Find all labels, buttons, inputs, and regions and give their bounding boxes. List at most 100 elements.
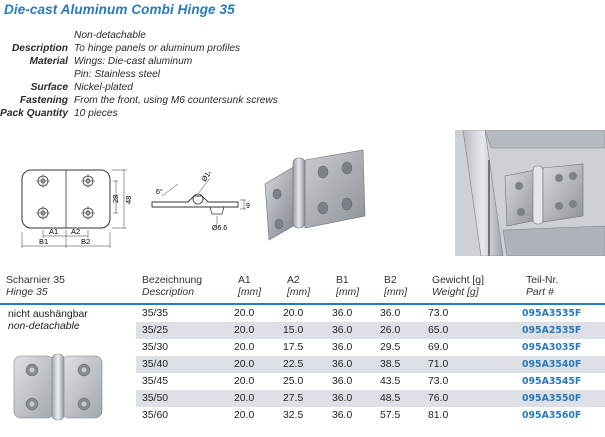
profile-photo <box>455 130 605 256</box>
cell-b1: 36.0 <box>332 308 353 319</box>
variant-de: nicht aushängbar <box>8 309 88 320</box>
spec-label: Pack Quantity <box>0 108 68 119</box>
cell-b2: 26.0 <box>380 325 401 336</box>
cell-a1: 20.0 <box>234 359 255 370</box>
cell-b1: 36.0 <box>332 325 353 336</box>
spec-row: Pin: Stainless steel <box>0 68 278 81</box>
front-view-drawing: 28 48 A1 A2 B1 B2 <box>21 169 133 248</box>
table-row: 35/45 20.0 25.0 36.0 43.5 73.0 095A3545F <box>136 373 605 390</box>
header-part-number: Teil-Nr.Part # <box>526 275 559 298</box>
dim-angle-label: 6° <box>156 188 163 196</box>
product-table: 35/35 20.0 20.0 36.0 36.0 73.0 095A3535F… <box>136 305 605 424</box>
spec-label: Surface <box>30 82 68 93</box>
cell-weight: 73.0 <box>428 376 449 387</box>
spec-value: From the front, using M6 countersunk scr… <box>74 95 278 106</box>
cell-b2: 29.5 <box>380 342 401 353</box>
spec-value: Pin: Stainless steel <box>74 69 161 80</box>
header-weight: Gewicht [g]Weight [g] <box>432 275 484 298</box>
cell-a2: 17.5 <box>283 342 304 353</box>
table-row: 35/50 20.0 27.5 36.0 48.5 76.0 095A3550F <box>136 390 605 407</box>
cell-a2: 25.0 <box>283 376 304 387</box>
cell-description: 35/60 <box>142 410 169 421</box>
cell-b1: 36.0 <box>332 410 353 421</box>
cell-weight: 81.0 <box>428 410 449 421</box>
cell-a1: 20.0 <box>234 410 255 421</box>
page-title: Die-cast Aluminum Combi Hinge 35 <box>4 2 235 17</box>
dim-a1-label: A1 <box>49 227 58 236</box>
cell-a2: 27.5 <box>283 393 304 404</box>
spec-label: Material <box>29 56 68 67</box>
cell-description: 35/45 <box>142 376 169 387</box>
cell-weight: 65.0 <box>428 325 449 336</box>
cell-a1: 20.0 <box>234 376 255 387</box>
table-row: 35/40 20.0 22.5 36.0 38.5 71.0 095A3540F <box>136 356 605 373</box>
cell-b1: 36.0 <box>332 393 353 404</box>
cell-a1: 20.0 <box>234 393 255 404</box>
variant-label: nicht aushängbar non-detachable <box>8 309 88 333</box>
table-row: 35/60 20.0 32.5 36.0 57.5 81.0 095A3560F <box>136 407 605 424</box>
cell-part-number: 095A3550F <box>522 393 582 404</box>
cell-description: 35/35 <box>142 308 169 319</box>
spec-list: Non-detachable Description To hinge panel… <box>0 29 278 120</box>
dim-d14-label: Ø14 <box>201 172 214 183</box>
cell-a1: 20.0 <box>234 325 255 336</box>
table-row: 35/25 20.0 15.0 36.0 26.0 65.0 095A2535F <box>136 322 605 339</box>
side-view-drawing: 6° Ø14 9 Ø6.6 <box>151 172 250 232</box>
header-rule <box>0 303 605 305</box>
cell-b2: 38.5 <box>380 359 401 370</box>
cell-description: 35/25 <box>142 325 169 336</box>
dim-a2-label: A2 <box>71 227 80 236</box>
spec-row: Pack Quantity 10 pieces <box>0 107 278 120</box>
header-a2: A2[mm] <box>287 275 311 298</box>
cell-b2: 57.5 <box>380 410 401 421</box>
cell-weight: 73.0 <box>428 308 449 319</box>
spec-value: 10 pieces <box>74 108 118 119</box>
table-row: 35/35 20.0 20.0 36.0 36.0 73.0 095A3535F <box>136 305 605 322</box>
header-a1: A1[mm] <box>238 275 262 298</box>
cell-part-number: 095A3035F <box>522 342 582 353</box>
cell-b1: 36.0 <box>332 342 353 353</box>
cell-b1: 36.0 <box>332 376 353 387</box>
spec-row: Fastening From the front, using M6 counte… <box>0 94 278 107</box>
spec-value: Non-detachable <box>74 30 146 41</box>
cell-part-number: 095A3540F <box>522 359 582 370</box>
dim-d66-label: Ø6.6 <box>212 225 227 232</box>
cell-part-number: 095A3560F <box>522 410 582 421</box>
hinge-photo <box>264 149 366 241</box>
header-b2: B2[mm] <box>384 275 408 298</box>
dim-48-label: 48 <box>124 196 133 204</box>
cell-a1: 20.0 <box>234 342 255 353</box>
spec-value: To hinge panels or aluminum profiles <box>74 43 241 54</box>
header-b1: B1[mm] <box>336 275 360 298</box>
spec-row: Description To hinge panels or aluminum p… <box>0 42 278 55</box>
dim-28-label: 28 <box>111 195 120 203</box>
cell-b2: 48.5 <box>380 393 401 404</box>
cell-b2: 36.0 <box>380 308 401 319</box>
spec-label: Description <box>11 43 68 54</box>
spec-label: Fastening <box>19 95 68 106</box>
variant-en: non-detachable <box>8 321 80 332</box>
cell-a1: 20.0 <box>234 308 255 319</box>
hinge-front-photo <box>13 353 103 421</box>
cell-a2: 32.5 <box>283 410 304 421</box>
cell-weight: 69.0 <box>428 342 449 353</box>
dim-b2-label: B2 <box>81 237 90 246</box>
dim-9-label: 9 <box>246 203 250 210</box>
cell-weight: 71.0 <box>428 359 449 370</box>
dim-b1-label: B1 <box>39 237 48 246</box>
cell-b1: 36.0 <box>332 359 353 370</box>
cell-description: 35/50 <box>142 393 169 404</box>
cell-description: 35/30 <box>142 342 169 353</box>
cell-description: 35/40 <box>142 359 169 370</box>
cell-a2: 15.0 <box>283 325 304 336</box>
cell-b2: 43.5 <box>380 376 401 387</box>
cell-a2: 20.0 <box>283 308 304 319</box>
cell-part-number: 095A3535F <box>522 308 582 319</box>
cell-part-number: 095A3545F <box>522 376 582 387</box>
cell-part-number: 095A2535F <box>522 325 582 336</box>
